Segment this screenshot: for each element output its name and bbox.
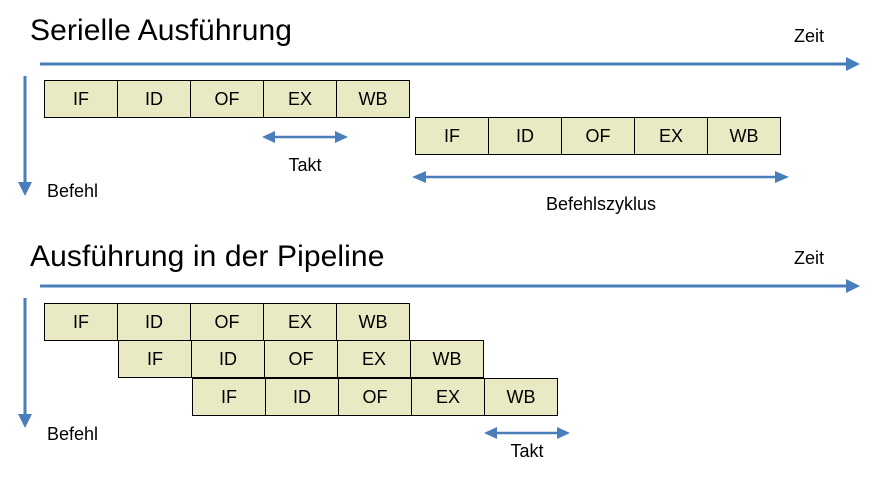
stage-row-serial-0: IF ID OF EX WB <box>44 80 410 118</box>
clock-label-serial: Takt <box>288 155 322 175</box>
cycle-label: Befehlszyklus <box>545 194 657 214</box>
stage-cell: EX <box>337 340 411 378</box>
stage-cell: OF <box>190 80 264 118</box>
page-title-serial: Serielle Ausführung <box>30 14 293 47</box>
stage-cell: ID <box>191 340 265 378</box>
time-axis-label-serial: Zeit <box>794 26 825 46</box>
time-axis-arrow-icon-pipeline <box>40 279 860 293</box>
stage-row-pipeline-1: IF ID OF EX WB <box>118 340 484 379</box>
stage-cell: EX <box>634 117 708 155</box>
clock-span-arrow-icon-serial <box>262 131 348 143</box>
stage-cell: OF <box>190 303 264 341</box>
clock-span-arrow-icon-pipeline <box>484 427 570 439</box>
stage-cell: IF <box>44 303 118 341</box>
stage-cell: ID <box>117 80 191 118</box>
stage-cell: WB <box>484 378 558 416</box>
stage-row-pipeline-2: IF ID OF EX WB <box>192 378 558 417</box>
clock-label-pipeline: Takt <box>510 441 544 461</box>
stage-cell: IF <box>118 340 192 378</box>
stage-cell: WB <box>707 117 781 155</box>
stage-cell: OF <box>338 378 412 416</box>
cycle-span-arrow-icon <box>412 171 789 183</box>
stage-cell: IF <box>192 378 266 416</box>
instruction-axis-label-serial: Befehl <box>47 181 99 201</box>
page-title-pipeline: Ausführung in der Pipeline <box>30 240 385 273</box>
stage-cell: ID <box>117 303 191 341</box>
time-axis-label-pipeline: Zeit <box>794 248 825 268</box>
instruction-axis-arrow-icon-pipeline <box>18 298 32 428</box>
stage-cell: IF <box>44 80 118 118</box>
stage-cell: EX <box>263 80 337 118</box>
instruction-axis-label-pipeline: Befehl <box>47 424 99 444</box>
instruction-axis-arrow-icon-serial <box>18 76 32 196</box>
stage-cell: EX <box>411 378 485 416</box>
stage-row-pipeline-0: IF ID OF EX WB <box>44 303 410 341</box>
time-axis-arrow-icon-serial <box>40 57 860 71</box>
stage-cell: WB <box>336 303 410 341</box>
stage-cell: IF <box>415 117 489 155</box>
stage-cell: OF <box>264 340 338 378</box>
stage-row-serial-1: IF ID OF EX WB <box>415 117 781 156</box>
stage-cell: WB <box>410 340 484 378</box>
stage-cell: ID <box>488 117 562 155</box>
stage-cell: OF <box>561 117 635 155</box>
stage-cell: WB <box>336 80 410 118</box>
stage-cell: ID <box>265 378 339 416</box>
stage-cell: EX <box>263 303 337 341</box>
